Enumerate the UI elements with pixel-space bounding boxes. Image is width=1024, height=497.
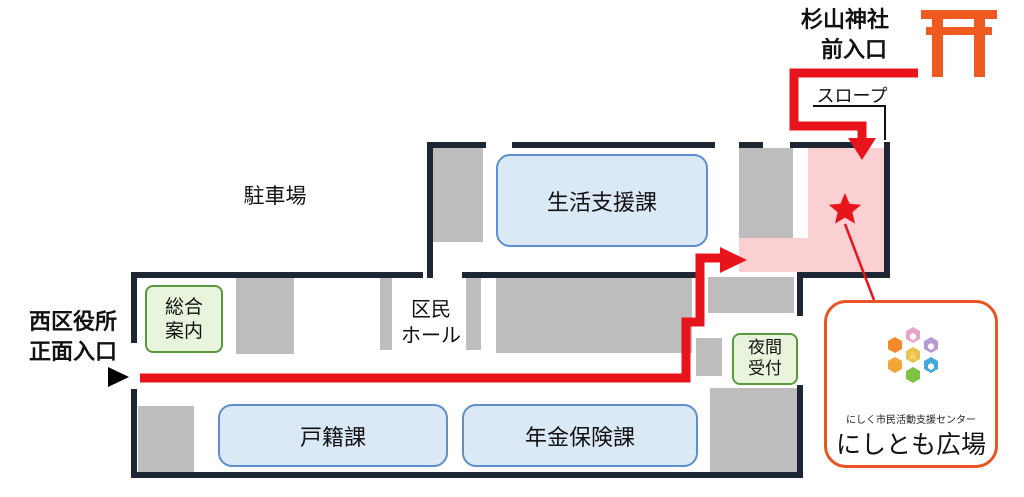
walls	[131, 142, 890, 478]
shrine-entrance-line1: 杉山神社	[800, 8, 889, 33]
slope-label: スロープ	[816, 86, 888, 107]
room-nenkin-hoken-label: 年金保険課	[524, 425, 635, 451]
room-seikatsu-shien: 生活支援課	[496, 154, 708, 247]
route-arrow-down	[848, 138, 876, 160]
route-path	[140, 68, 918, 383]
room-sogo-annai-line2: 案内	[164, 320, 203, 342]
ward-entrance-line2: 正面入口	[28, 340, 117, 365]
room-kumin-hall-line1: 区民	[411, 297, 451, 321]
room-seikatsu-shien-label: 生活支援課	[546, 190, 657, 216]
pillars	[138, 148, 800, 472]
room-nenkin-hoken: 年金保険課	[462, 404, 698, 467]
route-arrow-right	[720, 247, 747, 273]
ward-entrance-line1: 西区役所	[28, 310, 117, 335]
room-yakan-uketsuke: 夜間 受付	[732, 333, 798, 385]
room-yakan-line2: 受付	[748, 359, 782, 379]
hexagon-cluster-logo	[888, 327, 938, 383]
destination-pointer-line	[843, 223, 876, 301]
room-sogo-annai-line1: 総合	[164, 296, 203, 318]
shrine-entrance-label: 杉山神社 前入口	[792, 6, 898, 66]
room-koseki-label: 戸籍課	[299, 425, 366, 451]
room-kumin-hall-line2: ホール	[401, 323, 461, 347]
destination-card-name: にしとも広場	[835, 430, 986, 459]
torii-icon	[921, 10, 997, 77]
destination-card: にしく市民活動支援センター にしとも広場	[824, 300, 998, 468]
slope-leader-line	[813, 105, 886, 140]
ward-office-entrance-label: 西区役所 正面入口	[20, 308, 126, 368]
room-yakan-line1: 夜間	[748, 338, 782, 358]
room-sogo-annai: 総合 案内	[145, 285, 223, 353]
star-icon	[828, 193, 862, 224]
destination-area	[739, 148, 886, 272]
destination-card-subtitle: にしく市民活動支援センター	[846, 415, 976, 426]
shrine-entrance-line2: 前入口	[820, 38, 887, 63]
room-kumin-hall: 区民 ホール	[398, 296, 464, 348]
parking-label: 駐車場	[243, 184, 307, 208]
play-triangle-icon	[108, 367, 129, 387]
room-koseki: 戸籍課	[218, 404, 448, 467]
